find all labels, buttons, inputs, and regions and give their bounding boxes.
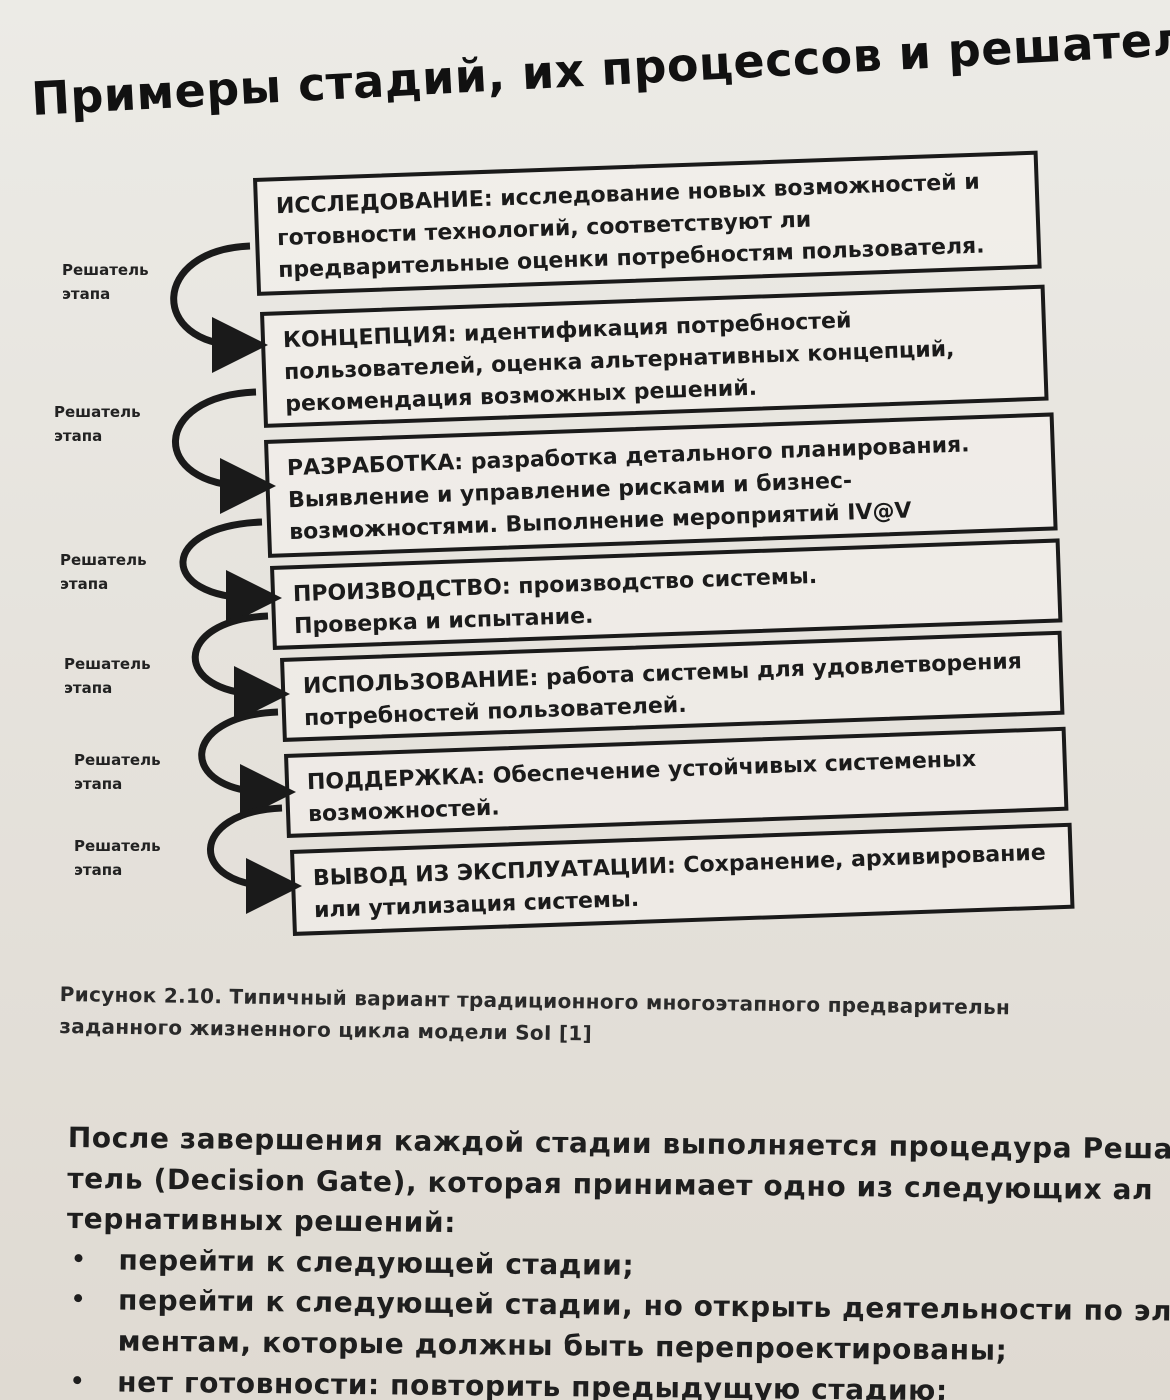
stage-box-production: ПРОИЗВОДСТВО: производство системы. Пров… <box>270 538 1063 650</box>
bullet-icon <box>73 1375 82 1384</box>
gate-label-word: этапа <box>62 285 111 303</box>
bullet-icon <box>74 1294 83 1303</box>
page-title: Примеры стадий, их процессов и решателей <box>30 8 1170 126</box>
figure-caption: Рисунок 2.10. Типичный вариант традицион… <box>59 978 1170 1058</box>
stage-box-concept: КОНЦЕПЦИЯ: идентификация потребностей по… <box>260 284 1049 428</box>
bullet-icon <box>74 1253 83 1262</box>
gate-label-2: Решатель этапа <box>54 400 141 448</box>
connector-arrow-3 <box>179 518 282 626</box>
gate-label-word: этапа <box>64 679 113 697</box>
gate-label-1: Решатель этапа <box>62 258 149 306</box>
connector-arrow-1 <box>170 242 268 373</box>
decision-options-list: перейти к следующей стадии; перейти к сл… <box>65 1240 1170 1400</box>
body-text: После завершения каждой стадии выполняет… <box>65 1118 1170 1400</box>
stage-box-retirement: ВЫВОД ИЗ ЭКСПЛУАТАЦИИ: Сохранение, архив… <box>290 822 1075 936</box>
gate-label-4: Решатель этапа <box>64 652 151 700</box>
gate-label-6: Решатель этапа <box>74 834 161 882</box>
connector-arrow-6 <box>207 804 302 914</box>
gate-label-word: Решатель <box>74 751 161 769</box>
stage-box-development: РАЗРАБОТКА: разработка детального планир… <box>264 412 1058 558</box>
gate-label-3: Решатель этапа <box>60 548 147 596</box>
gate-label-word: Решатель <box>64 655 151 673</box>
gate-label-5: Решатель этапа <box>74 748 161 796</box>
stage-box-research: ИССЛЕДОВАНИЕ: исследование новых возможн… <box>253 150 1042 296</box>
gate-label-word: Решатель <box>60 551 147 569</box>
gate-label-word: Решатель <box>74 837 161 855</box>
gate-label-word: этапа <box>74 775 123 793</box>
stage-box-support: ПОДДЕРЖКА: Обеспечение устойчивых систем… <box>284 726 1069 838</box>
gate-label-word: Решатель <box>54 403 141 421</box>
list-item: перейти к следующей стадии, но открыть д… <box>65 1280 1170 1374</box>
gate-label-word: Решатель <box>62 261 149 279</box>
gate-label-word: этапа <box>60 575 109 593</box>
connector-arrow-2 <box>172 388 276 514</box>
connector-arrow-5 <box>198 708 296 820</box>
gate-label-word: этапа <box>74 861 123 879</box>
stage-box-utilization: ИСПОЛЬЗОВАНИЕ: работа системы для удовле… <box>280 630 1065 742</box>
gate-label-word: этапа <box>54 427 103 445</box>
connector-arrow-4 <box>191 612 290 722</box>
